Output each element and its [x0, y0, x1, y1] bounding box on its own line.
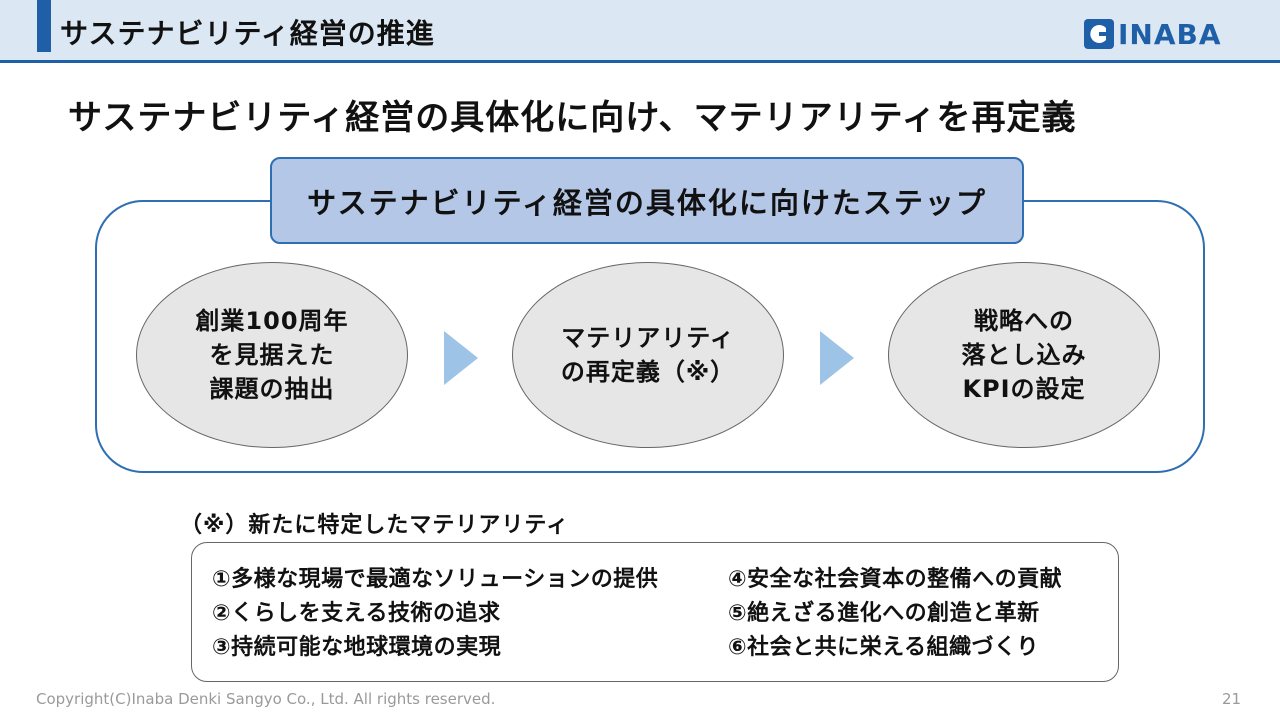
- steps-title-text: サステナビリティ経営の具体化に向けたステップ: [307, 185, 987, 220]
- step-3-line-2: 落とし込み: [961, 341, 1087, 369]
- materiality-list-box: ①多様な現場で最適なソリューションの提供 ②くらしを支える技術の追求 ③持続可能…: [191, 542, 1119, 682]
- header-accent-bar: [37, 0, 51, 52]
- step-3-line-3: KPIの設定: [962, 375, 1086, 403]
- materiality-item-4: ④安全な社会資本の整備への貢献: [728, 567, 1063, 592]
- inaba-logo-icon: [1084, 19, 1114, 49]
- company-logo: INABA: [1084, 17, 1222, 51]
- step-1-line-1: 創業100周年: [195, 307, 349, 335]
- step-2-ellipse: マテリアリティ の再定義（※）: [512, 262, 784, 448]
- materiality-item-5: ⑤絶えざる進化への創造と革新: [728, 601, 1040, 626]
- step-1-line-2: を見据えた: [209, 341, 335, 369]
- step-3-ellipse: 戦略への 落とし込み KPIの設定: [888, 262, 1160, 448]
- step-3-line-1: 戦略への: [974, 307, 1074, 335]
- header-divider: [0, 60, 1280, 63]
- header-bar: [0, 0, 1280, 60]
- materiality-heading: （※）新たに特定したマテリアリティ: [180, 513, 570, 538]
- slide-headline: サステナビリティ経営の具体化に向け、マテリアリティを再定義: [68, 98, 1077, 138]
- page-number: 21: [1222, 690, 1242, 708]
- triangle-right-icon: [820, 331, 854, 385]
- step-2-line-1: マテリアリティ: [561, 324, 735, 352]
- materiality-item-2: ②くらしを支える技術の追求: [212, 601, 501, 626]
- copyright-text: Copyright(C)Inaba Denki Sangyo Co., Ltd.…: [36, 690, 496, 708]
- step-2-line-2: の再定義（※）: [560, 358, 736, 386]
- materiality-item-3: ③持続可能な地球環境の実現: [212, 635, 502, 660]
- step-1-line-3: 課題の抽出: [209, 375, 335, 403]
- materiality-item-1: ①多様な現場で最適なソリューションの提供: [212, 567, 659, 592]
- logo-text: INABA: [1118, 17, 1222, 51]
- steps-title-box: サステナビリティ経営の具体化に向けたステップ: [270, 157, 1024, 244]
- materiality-column-right: ④安全な社会資本の整備への貢献 ⑤絶えざる進化への創造と革新 ⑥社会と共に栄える…: [728, 563, 1062, 665]
- slide-section-title: サステナビリティ経営の推進: [60, 17, 435, 50]
- step-1-ellipse: 創業100周年 を見据えた 課題の抽出: [136, 262, 408, 448]
- materiality-column-left: ①多様な現場で最適なソリューションの提供 ②くらしを支える技術の追求 ③持続可能…: [212, 563, 658, 665]
- triangle-right-icon: [444, 331, 478, 385]
- materiality-item-6: ⑥社会と共に栄える組織づくり: [728, 635, 1039, 660]
